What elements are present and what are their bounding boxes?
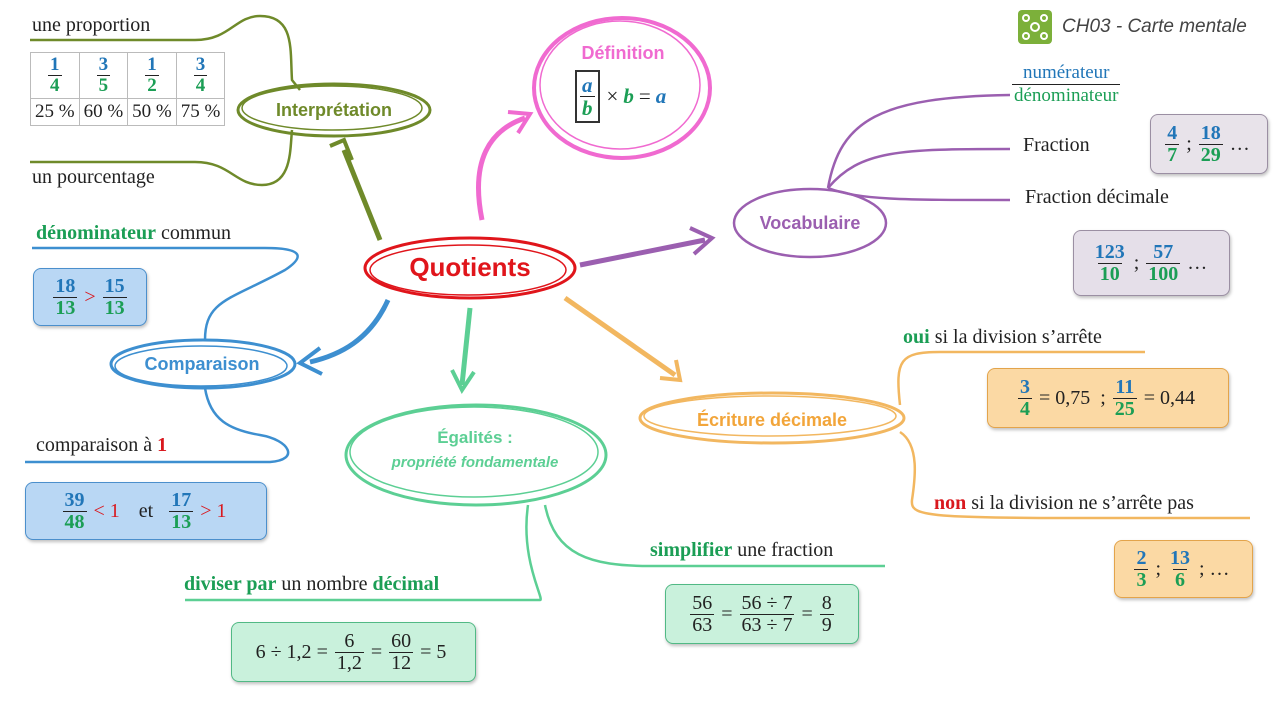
arrow-egalites [459, 307, 473, 386]
interpretation-bracket-bottom [30, 129, 294, 187]
page-title: CH03 - Carte mentale [1062, 16, 1247, 37]
egalites-oval [344, 403, 608, 507]
non-label: non si la division ne s’arrête pas [934, 492, 1194, 514]
egalites-node: Égalités : propriété fondamentale [391, 428, 559, 471]
definition-formula: a b × b = a [573, 70, 666, 124]
comparaison-oval [109, 338, 297, 390]
arrow-ecriture [563, 295, 677, 378]
arrow-definition [476, 115, 526, 221]
mindmap-icon [1018, 10, 1052, 44]
compare-one-label: comparaison à 1 [36, 434, 168, 456]
arrow-comparaison [309, 298, 391, 365]
arrow-vocabulaire [579, 237, 706, 268]
numerateur-denominateur: numérateur dénominateur [1012, 62, 1121, 106]
vocabulaire-node: Vocabulaire [759, 213, 861, 233]
comparaison-node: Comparaison [144, 354, 260, 374]
header: CH03 - Carte mentale [1018, 10, 1247, 44]
fraction-label: Fraction [1023, 134, 1090, 156]
interpretation-bracket [30, 14, 301, 91]
common-denominator-label: dénominateur commun [36, 222, 231, 244]
ecriture-oval [638, 391, 906, 445]
interpretation-top-label: une proportion [32, 14, 151, 36]
arrow-interpretation [341, 149, 383, 241]
interpretation-node: Interprétation [275, 100, 392, 120]
center-oval [363, 236, 577, 300]
interpretation-bottom-label: un pourcentage [32, 166, 155, 188]
vocabulaire-oval [732, 187, 888, 259]
diviser-label: diviser par un nombre décimal [184, 573, 440, 595]
oui-label: oui si la division s’arrête [903, 326, 1102, 348]
definition-node: Définition [581, 43, 665, 63]
fraction-decimale-label: Fraction décimale [1025, 186, 1169, 208]
simplifier-label: simplifier une fraction [650, 539, 834, 561]
center-node: Quotients [409, 252, 531, 282]
definition-oval [532, 16, 712, 160]
ecriture-node: Écriture décimale [696, 410, 848, 430]
interpretation-oval [236, 82, 432, 138]
